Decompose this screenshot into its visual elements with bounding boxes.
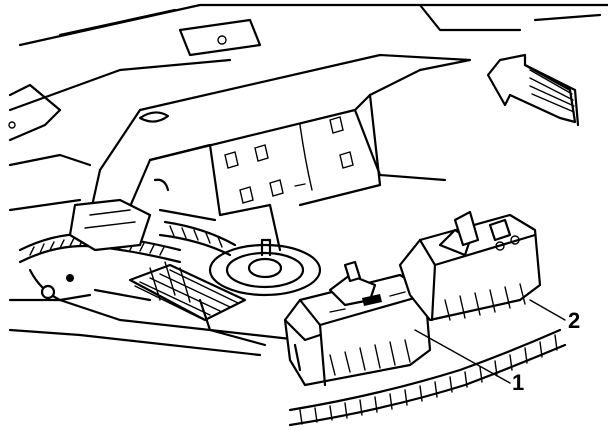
leader-line-1 (414, 329, 511, 384)
crossmember (88, 53, 472, 252)
callout-1: 1 (512, 370, 525, 395)
connector-module-2 (398, 210, 542, 322)
connector-module-1 (283, 260, 432, 387)
wiring-harness-left (18, 198, 182, 302)
wiring-harness-lower (288, 328, 567, 427)
callout-2: 2 (568, 308, 581, 333)
floor-connector (128, 261, 247, 322)
left-bracket (8, 83, 302, 357)
ground-stud (198, 238, 322, 347)
body-panel (8, 3, 608, 112)
forward-arrow-icon (486, 53, 580, 127)
leader-line-2 (529, 299, 566, 321)
harness-strap (158, 220, 237, 257)
